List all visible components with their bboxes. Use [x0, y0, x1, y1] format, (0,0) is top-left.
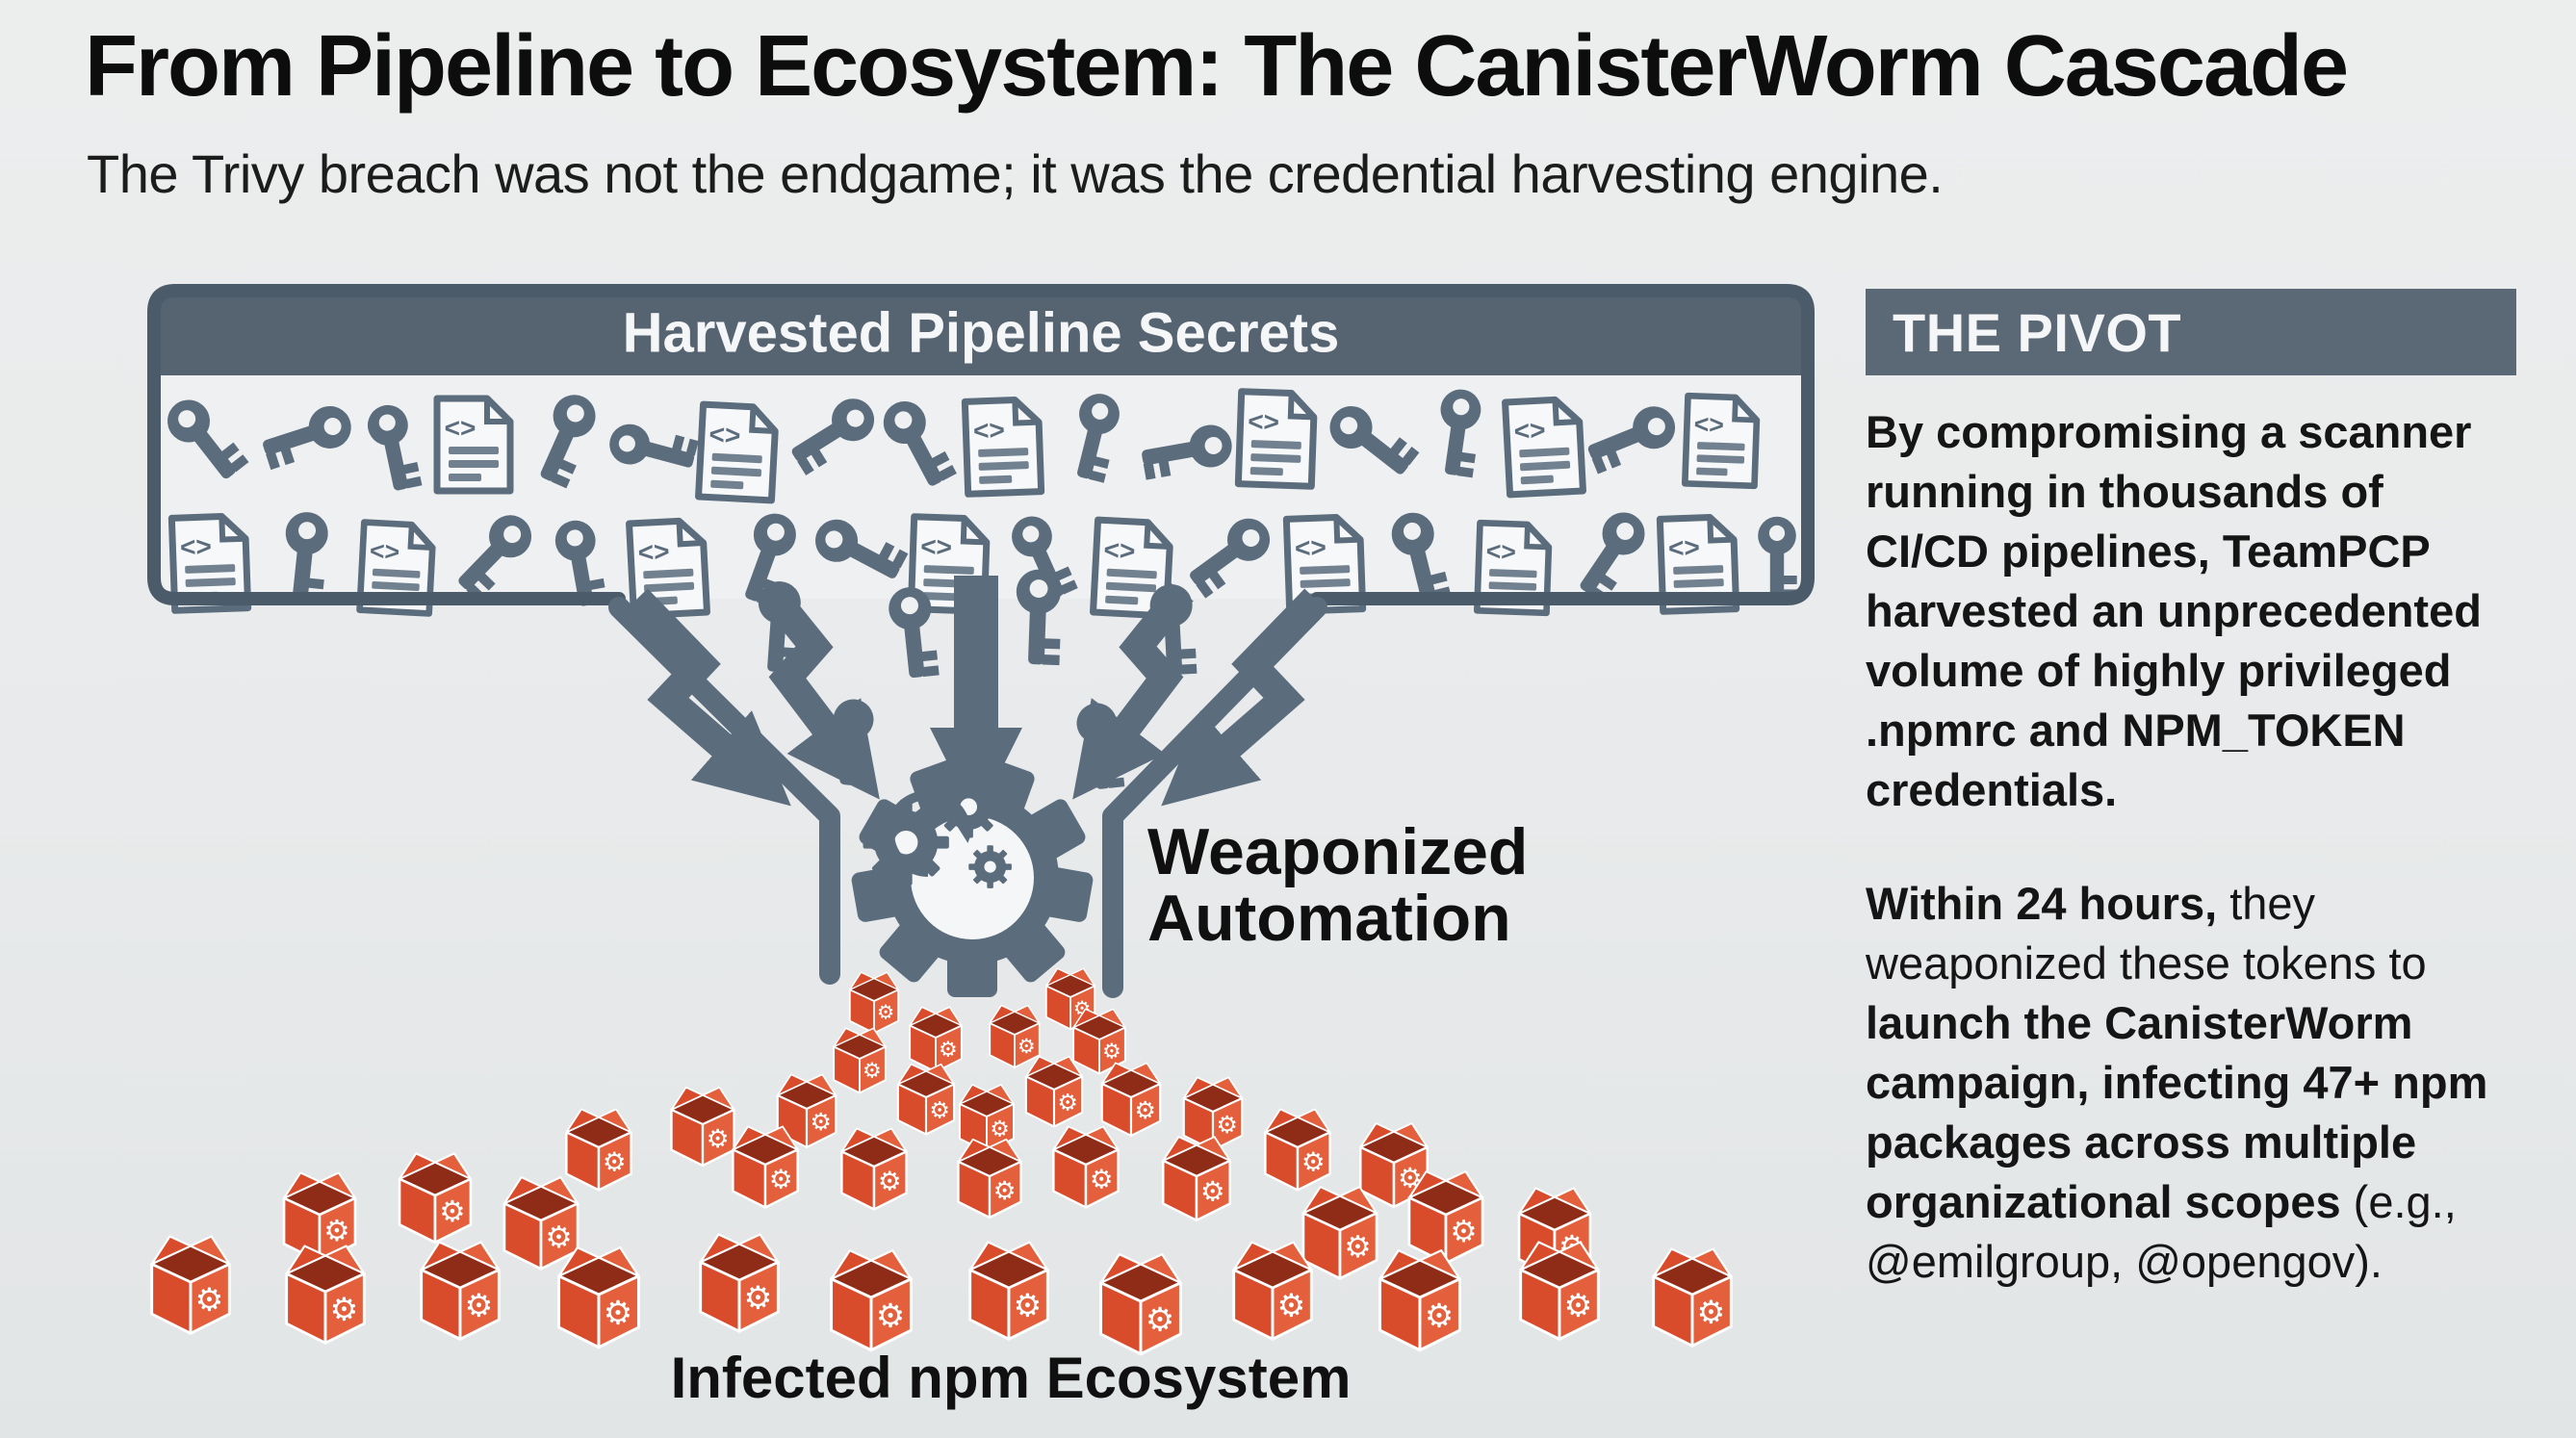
- npm-package-icon: [672, 1088, 734, 1166]
- npm-package-icon: [566, 1109, 631, 1190]
- arrow-left-inner: [759, 582, 880, 800]
- secrets-box-title: Harvested Pipeline Secrets: [623, 302, 1340, 365]
- pivot-text-segment: launch the CanisterWorm campaign, infect…: [1866, 997, 2488, 1227]
- key-icon: [1014, 569, 1063, 665]
- npm-package-icon: [1303, 1187, 1377, 1278]
- arrow-right-outer: [1161, 588, 1326, 807]
- small-gear-icon: [906, 842, 949, 886]
- secrets-box-border: [147, 284, 1815, 605]
- page-title: From Pipeline to Ecosystem: The Canister…: [85, 18, 2349, 115]
- pivot-paragraph-1: By compromising a scanner running in tho…: [1866, 406, 2482, 815]
- weaponized-label-line2: Automation: [1147, 882, 1511, 955]
- infected-packages-layer: [152, 968, 1732, 1353]
- secrets-box-header-bar: [154, 291, 1808, 375]
- npm-package-icon: [970, 1242, 1048, 1339]
- npm-package-icon: [559, 1247, 639, 1348]
- npm-package-icon: [841, 1128, 906, 1209]
- npm-package-icon: [1053, 1126, 1118, 1207]
- pivot-text-segment: they weaponized these tokens to: [1866, 878, 2427, 989]
- converging-arrows: [627, 576, 1326, 820]
- npm-package-icon: [1654, 1248, 1732, 1346]
- cycle-arrow-icon: [885, 790, 977, 877]
- infected-ecosystem-label: Infected npm Ecosystem: [671, 1346, 1352, 1410]
- npm-package-icon: [898, 1065, 954, 1135]
- npm-package-icon: [1380, 1250, 1460, 1350]
- automation-gear-icon: [851, 758, 1094, 997]
- code-file-icon: [437, 398, 510, 491]
- npm-package-icon: [910, 1007, 962, 1071]
- npm-package-icon: [422, 1242, 500, 1339]
- pivot-text-segment: (e.g., @emilgroup, @opengov).: [1866, 1176, 2457, 1287]
- npm-package-icon: [1521, 1242, 1599, 1339]
- npm-package-icon: [850, 972, 898, 1033]
- pivot-heading: THE PIVOT: [1893, 301, 2182, 363]
- npm-package-icon: [1409, 1171, 1482, 1263]
- npm-package-icon: [701, 1234, 779, 1331]
- arrow-right-inner: [1072, 582, 1194, 800]
- arrow-left-outer: [627, 588, 791, 807]
- code-file-icon: [1506, 398, 1584, 495]
- pivot-sidebar: THE PIVOT By compromising a scanner runn…: [1866, 289, 2516, 1292]
- npm-package-icon: [1234, 1242, 1312, 1339]
- npm-package-icon: [504, 1177, 578, 1269]
- npm-package-icon: [733, 1126, 797, 1207]
- npm-package-icon: [1101, 1254, 1181, 1354]
- pivot-header-bar: THE PIVOT: [1866, 289, 2516, 375]
- npm-package-icon: [1265, 1109, 1329, 1190]
- npm-package-icon: [287, 1245, 365, 1343]
- npm-package-icon: [990, 1006, 1040, 1067]
- pivot-paragraph-2: Within 24 hours, they weaponized these t…: [1866, 874, 2516, 1292]
- code-file-icon: [1238, 392, 1314, 487]
- cascade-diagram: <> ⚙: [147, 284, 1815, 1410]
- harvested-secrets-box: Harvested Pipeline Secrets: [147, 284, 1815, 791]
- npm-package-icon: [1163, 1137, 1229, 1220]
- npm-package-icon: [152, 1236, 230, 1333]
- small-gear-icon: [990, 866, 1012, 888]
- weaponized-automation-label: Weaponized Automation: [1147, 815, 1528, 955]
- pivot-text-segment: Within 24 hours,: [1866, 878, 2218, 929]
- npm-package-icon: [1102, 1063, 1160, 1136]
- npm-package-icon: [834, 1028, 886, 1092]
- npm-package-icon: [399, 1153, 471, 1242]
- page-subtitle: The Trivy breach was not the endgame; it…: [87, 143, 1944, 204]
- code-file-icon: [965, 399, 1041, 495]
- npm-package-icon: [1026, 1057, 1082, 1127]
- npm-package-icon: [832, 1250, 912, 1350]
- code-file-icon: [699, 404, 777, 501]
- npm-package-icon: [959, 1140, 1021, 1218]
- code-file-icon: [1685, 396, 1757, 486]
- weaponized-label-line1: Weaponized: [1147, 815, 1528, 888]
